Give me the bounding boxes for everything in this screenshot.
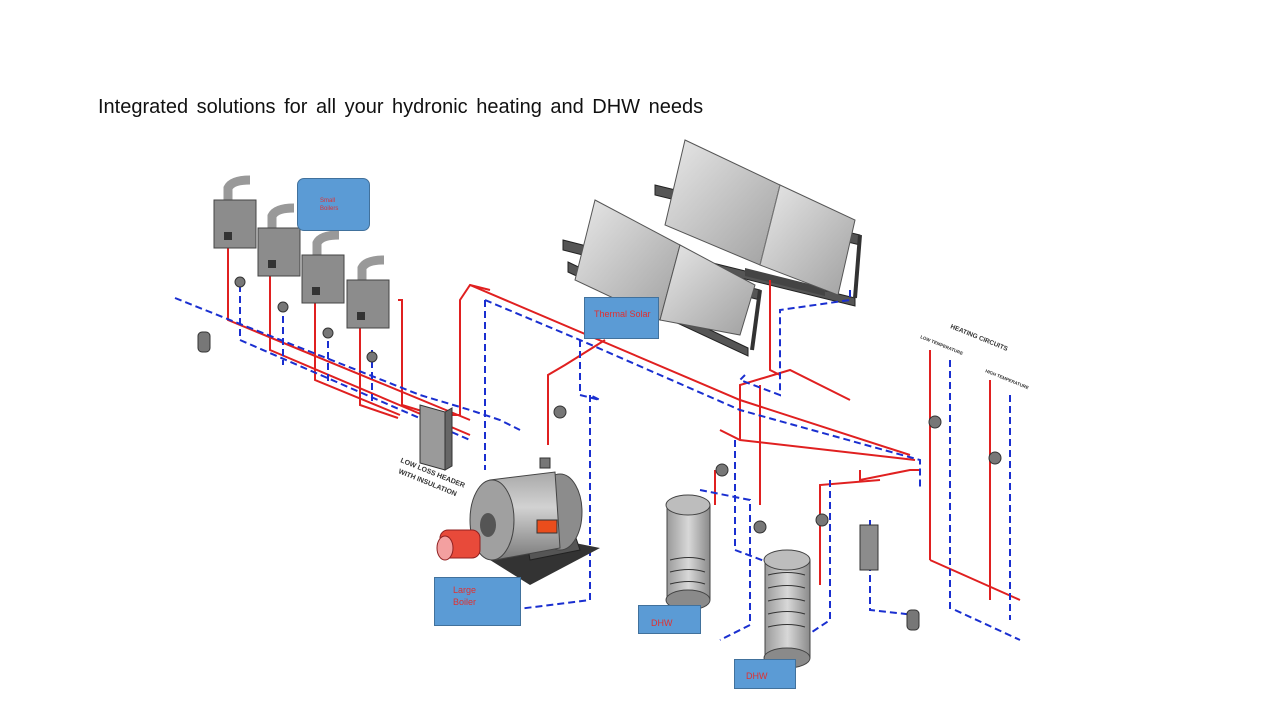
small-boiler-4 [346,255,390,329]
callout-small-boilers-line2: Boilers [320,206,339,212]
solar-panels-front [574,199,756,336]
small-boiler-1 [213,175,257,249]
callout-large-boiler-line1: Large [453,585,477,595]
return-pipes [174,285,1021,641]
low-temperature-label: LOW TEMPERATURE [920,334,964,356]
callout-small-boilers-line1: Small [320,198,336,204]
dhw-cylinder-1 [665,494,711,611]
flow-pipes [227,245,1021,601]
callout-large-boiler-line2: Boiler [453,597,477,607]
dhw-cylinder-2 [763,549,811,669]
large-boiler [469,457,600,585]
slide-title: Integrated solutions for all your hydron… [98,96,704,118]
pumps [234,276,1002,534]
heat-exchanger [859,524,879,571]
callout-thermal-solar-text: Thermal Solar [594,309,651,319]
burner [436,529,481,561]
callout-dhw-2: DHW [734,659,796,689]
callout-thermal-solar: Thermal Solar [584,297,659,339]
callout-dhw-1: DHW [638,605,701,634]
solar-collectors [562,139,862,357]
small-boiler-3 [301,230,345,304]
callout-small-boilers: Small Boilers [297,178,370,231]
low-loss-header [419,404,453,471]
callout-dhw-1-text: DHW [651,618,673,628]
callout-dhw-2-text: DHW [746,671,768,681]
expansion-vessels [197,331,920,631]
callout-large-boiler: Large Boiler [434,577,521,626]
small-boiler-2 [257,203,301,277]
small-boilers [213,175,390,329]
high-temperature-label: HIGH TEMPERATURE [985,368,1030,390]
solar-panels-back [664,139,856,296]
